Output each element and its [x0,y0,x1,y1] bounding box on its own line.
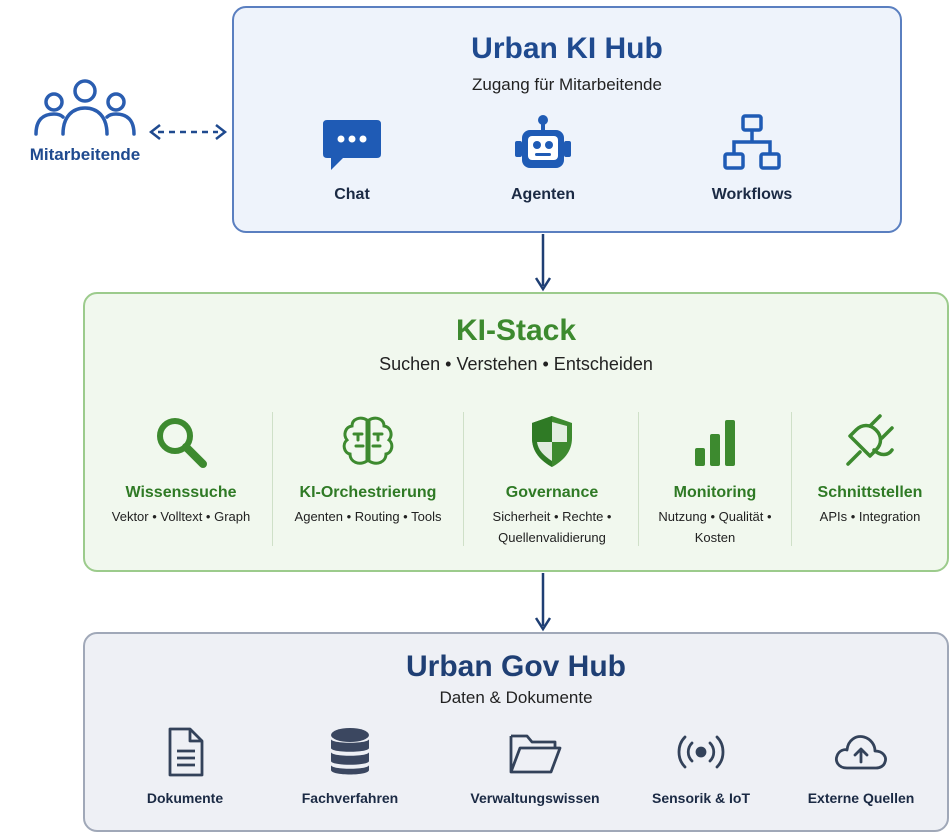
stack-item-label: Wissenssuche [125,484,237,501]
stack-item-label: Schnittstellen [817,484,923,501]
gov-item-externe-quellen[interactable]: Externe Quellen [791,726,931,806]
hub-item-agenten[interactable]: Agenten [483,114,603,204]
cloud-upload-icon [835,735,887,770]
users-icon [34,79,136,136]
signal-icon [677,735,725,769]
stack-subtitle: Suchen • Verstehen • Entscheiden [379,354,653,374]
stack-item-ki-orchestrierung[interactable]: KI-Orchestrierung Agenten • Routing • To… [277,414,459,527]
robot-icon [515,115,571,168]
bar-chart-icon [695,420,735,466]
stack-item-wissenssuche[interactable]: Wissenssuche Vektor • Volltext • Graph [91,414,271,527]
gov-item-label: Sensorik & IoT [651,790,751,806]
stack-item-desc: Nutzung • Qualität • [658,509,772,524]
stack-item-desc: Kosten [694,530,736,545]
hub-title: Urban KI Hub [471,32,663,65]
search-icon [157,418,207,468]
stack-item-desc: APIs • Integration [819,509,921,524]
stack-item-governance[interactable]: Governance Sicherheit • Rechte • Quellen… [469,414,635,548]
hub-item-workflows[interactable]: Workflows [692,114,812,204]
stack-item-monitoring[interactable]: Monitoring Nutzung • Qualität • Kosten [641,414,789,548]
stack-title: KI-Stack [455,314,577,347]
gov-item-sensorik[interactable]: Sensorik & IoT [631,726,771,806]
divider [638,412,639,546]
gov-title: Urban Gov Hub [405,650,626,683]
divider [272,412,273,546]
stack-item-label: Monitoring [673,484,757,501]
gov-item-label: Verwaltungswissen [470,790,600,806]
stack-item-label: KI-Orchestrierung [299,484,437,501]
users-node: Mitarbeitende [10,78,160,165]
divider [463,412,464,546]
hub-item-label: Chat [334,186,370,203]
gov-item-dokumente[interactable]: Dokumente [120,726,250,806]
gov-item-label: Dokumente [146,790,224,806]
hub-item-chat[interactable]: Chat [292,118,412,204]
plug-icon [846,414,894,466]
chat-bubble-icon [323,120,381,170]
divider [791,412,792,546]
stack-item-schnittstellen[interactable]: Schnittstellen APIs • Integration [795,414,945,527]
gov-item-verwaltungswissen[interactable]: Verwaltungswissen [455,726,615,806]
stack-item-label: Governance [505,484,599,501]
folder-icon [509,734,562,774]
workflow-icon [723,114,781,170]
stack-gov-arrow [534,573,552,632]
hub-subtitle: Zugang für Mitarbeitende [472,75,662,94]
gov-item-label: Externe Quellen [807,790,915,806]
hub-item-label: Workflows [711,186,793,203]
gov-item-label: Fachverfahren [301,790,399,806]
shield-icon [532,416,572,467]
database-icon [331,728,369,775]
hub-stack-arrow [534,234,552,292]
stack-item-desc: Sicherheit • Rechte • [492,509,612,524]
stack-item-desc: Vektor • Volltext • Graph [111,509,251,524]
document-icon [168,727,204,777]
brain-icon [342,416,394,465]
gov-item-fachverfahren[interactable]: Fachverfahren [285,726,415,806]
urban-gov-hub-panel: Urban Gov Hub Daten & Dokumente Dokument… [83,632,949,832]
stack-item-desc: Agenten • Routing • Tools [294,509,442,524]
users-label: Mitarbeitende [29,145,141,164]
urban-ki-hub-panel: Urban KI Hub Zugang für Mitarbeitende Ch… [232,6,902,233]
hub-item-label: Agenten [511,186,575,203]
stack-item-desc: Quellenvalidierung [498,530,606,545]
ki-stack-panel: KI-Stack Suchen • Verstehen • Entscheide… [83,292,949,572]
users-hub-connector [148,124,228,140]
gov-subtitle: Daten & Dokumente [439,688,593,707]
